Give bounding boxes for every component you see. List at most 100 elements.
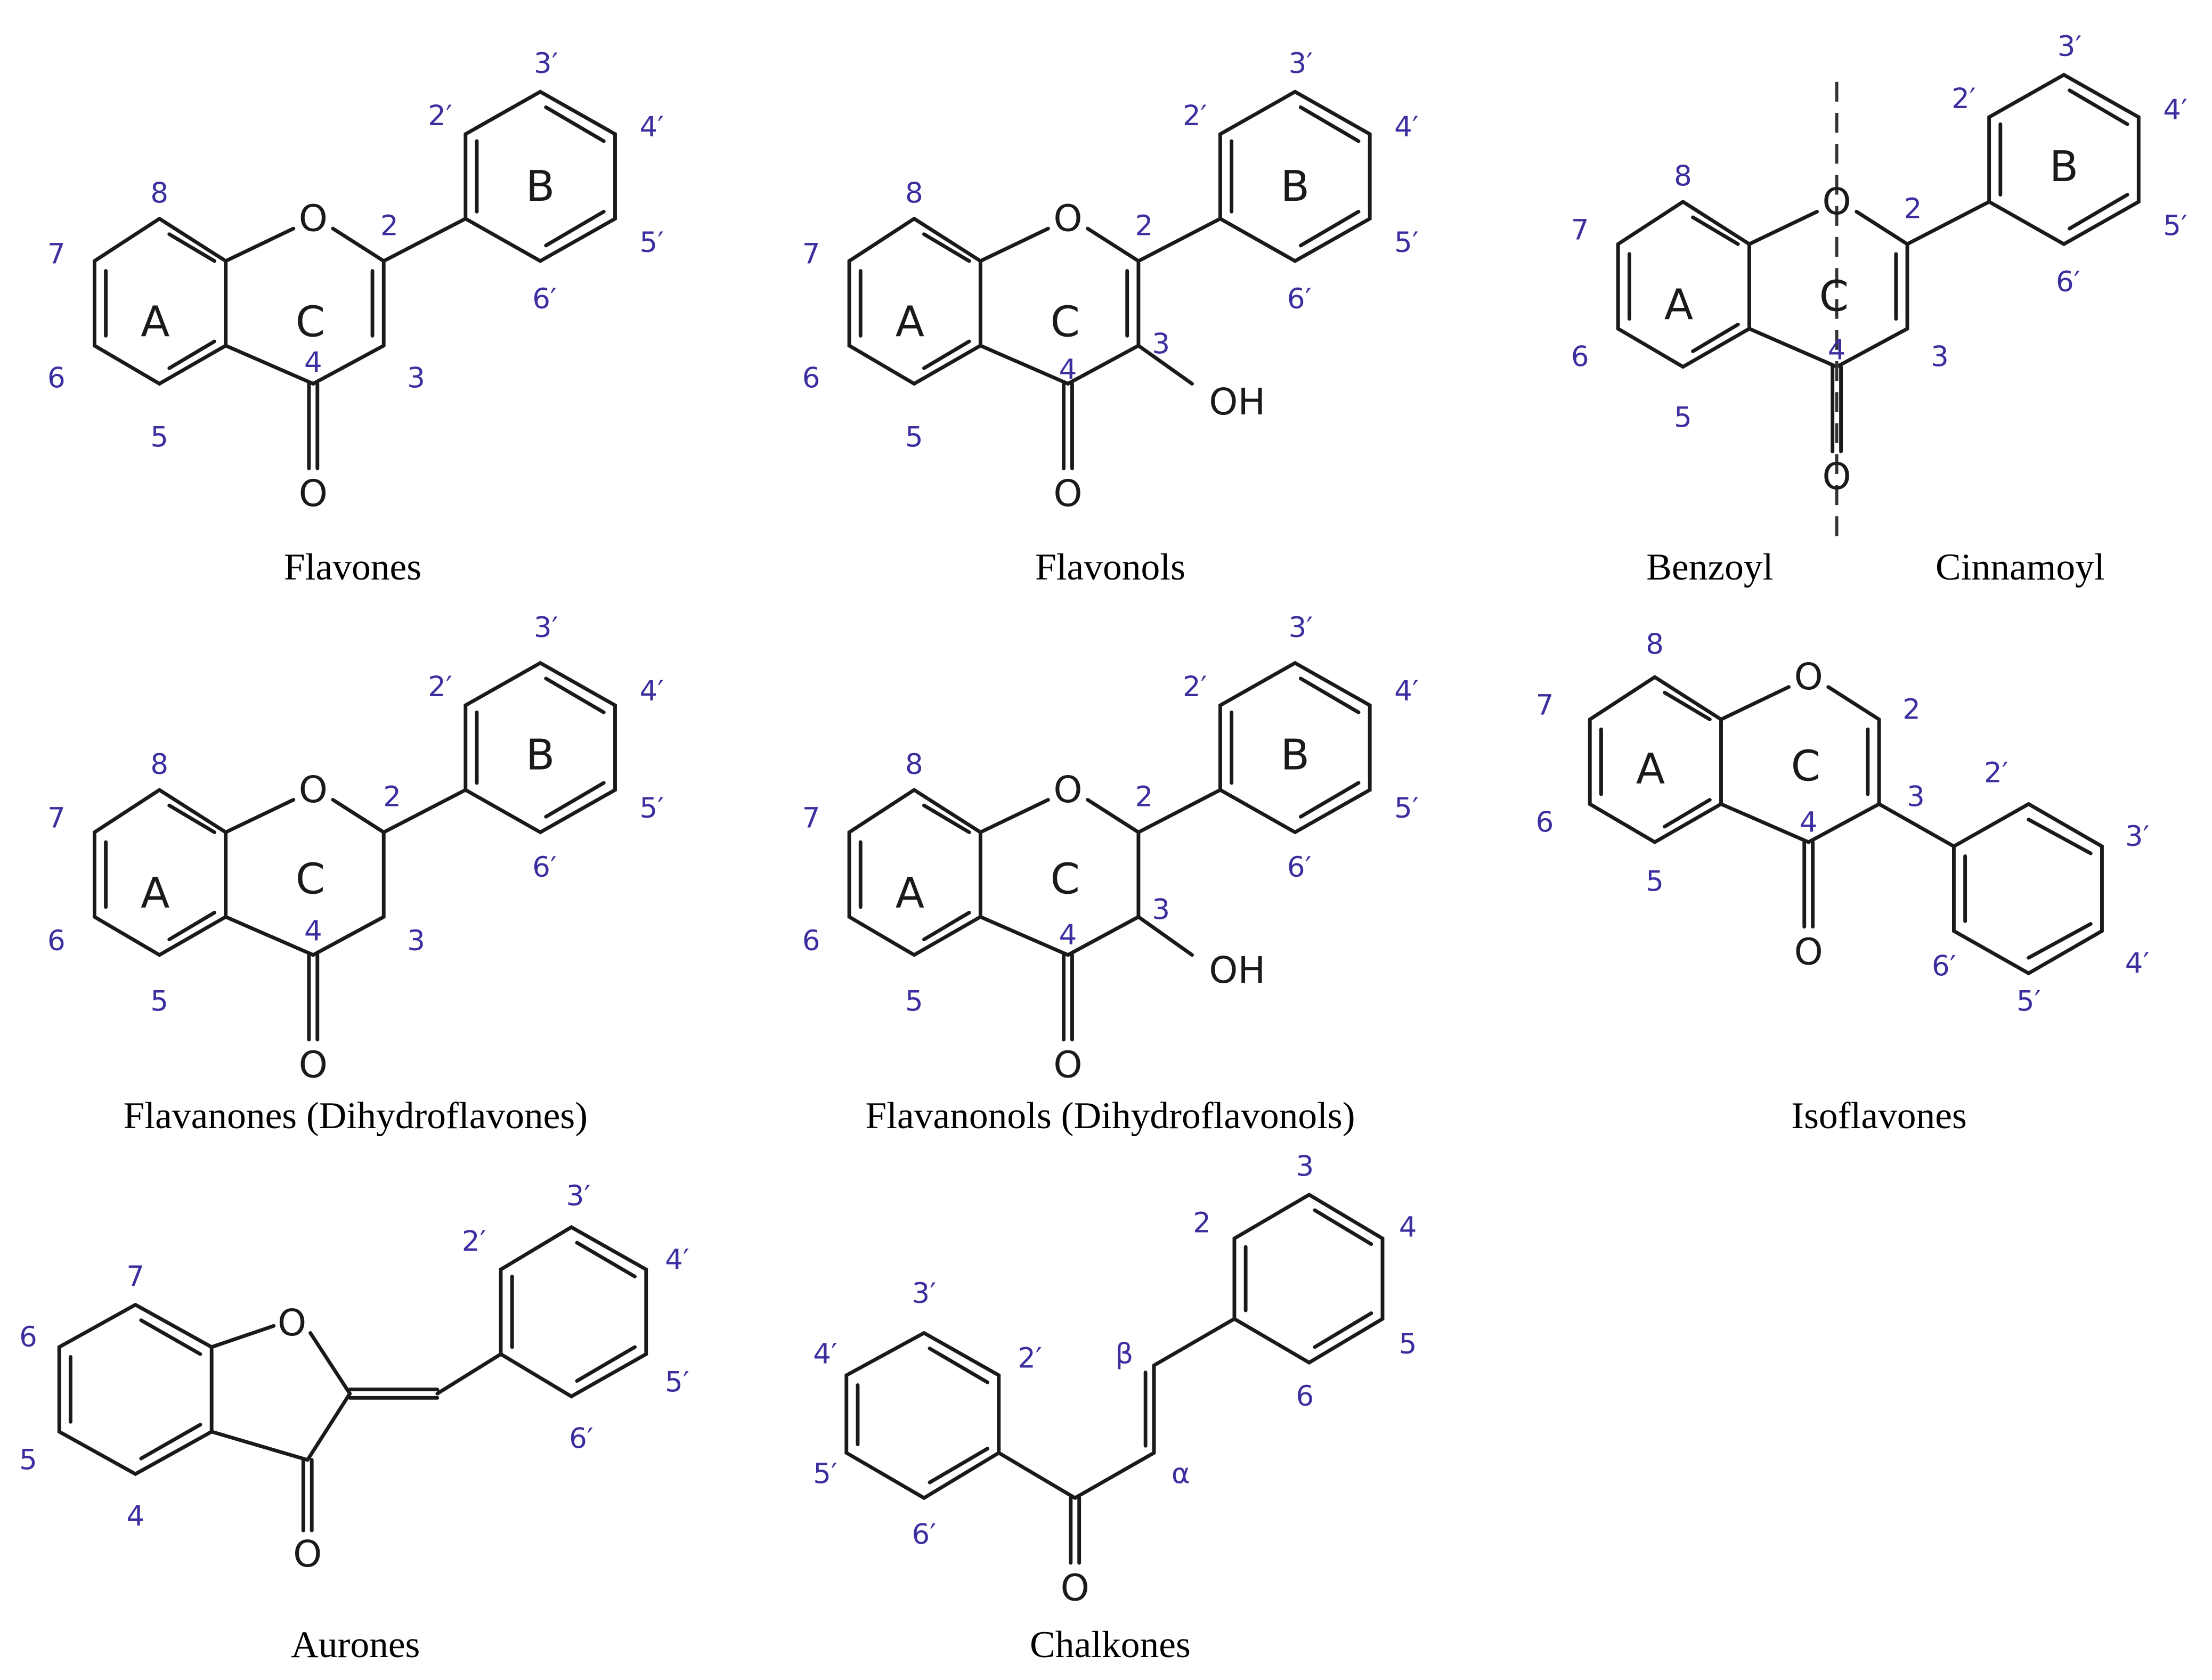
position-8: 8 (1646, 629, 1664, 661)
position-6-prime: 6′ (532, 851, 557, 884)
position-3-prime: 3′ (1289, 47, 1313, 80)
position-2: 2 (1193, 1206, 1211, 1239)
position-3: 3 (1296, 1151, 1314, 1183)
position-6: 6 (802, 362, 820, 394)
position-2-prime: 2′ (1183, 671, 1207, 703)
position-7: 7 (802, 238, 820, 270)
position-5: 5 (1399, 1328, 1417, 1360)
position-beta: β (1116, 1338, 1134, 1371)
ring-b-label: B (526, 161, 555, 211)
carbonyl-oxygen: O (299, 472, 328, 515)
position-5: 5 (1674, 401, 1692, 434)
position-2-prime: 2′ (1183, 100, 1207, 132)
position-4-prime: 4′ (1394, 675, 1419, 707)
position-4-prime: 4′ (1394, 111, 1419, 143)
position-6: 6 (19, 1321, 37, 1353)
ring-b-label: B (1281, 161, 1310, 211)
ring-c-label: C (1050, 297, 1079, 346)
ring-a-label: A (896, 868, 924, 918)
caption-cinnamoyl: Cinnamoyl (1935, 546, 2105, 588)
position-6: 6 (47, 925, 66, 957)
carbonyl-oxygen: O (1823, 455, 1851, 498)
position-6: 6 (802, 925, 820, 957)
position-3-prime: 3′ (2058, 30, 2082, 63)
ring-c-label: C (1050, 854, 1079, 903)
position-3-prime: 3′ (1289, 611, 1313, 644)
position-5-prime: 5′ (665, 1366, 689, 1399)
position-6: 6 (1536, 806, 1554, 838)
position-2-prime: 2′ (462, 1225, 486, 1258)
caption-benzoyl: Benzoyl (1646, 546, 1773, 588)
caption-flavones: Flavones (284, 546, 421, 588)
position-4-prime: 4′ (813, 1338, 837, 1371)
oxygen-atom: O (1823, 181, 1851, 223)
oxygen-atom: O (1794, 656, 1823, 698)
position-3: 3 (407, 362, 425, 394)
position-6-prime: 6′ (1932, 950, 1956, 982)
position-5-prime: 5′ (2016, 985, 2041, 1018)
position-6: 6 (47, 362, 66, 394)
position-6-prime: 6′ (569, 1423, 593, 1455)
position-5-prime: 5′ (2163, 209, 2187, 242)
position-8: 8 (1674, 160, 1692, 193)
position-5-prime: 5′ (640, 226, 664, 259)
position-6-prime: 6′ (1287, 851, 1312, 884)
position-4-prime: 4′ (640, 675, 664, 707)
position-alpha: α (1172, 1458, 1190, 1490)
position-2: 2 (1904, 193, 1922, 225)
position-2: 2 (383, 781, 401, 813)
position-3: 3 (1931, 341, 1949, 373)
position-6: 6 (1296, 1380, 1314, 1413)
caption-aurones: Aurones (291, 1624, 420, 1666)
position-4: 4 (126, 1500, 144, 1532)
position-2: 2 (380, 209, 399, 242)
panel-benzoyl-cinnamoyl: O O A C B 8 7 6 5 4 3 2 2′ 3′ 4′ 5′ 6′ B… (1571, 30, 2187, 588)
position-7: 7 (126, 1260, 144, 1293)
position-8: 8 (905, 177, 923, 209)
position-3-prime: 3′ (566, 1180, 591, 1212)
position-6-prime: 6′ (912, 1519, 937, 1551)
position-6-prime: 6′ (1287, 283, 1312, 315)
position-6-prime: 6′ (2056, 266, 2080, 298)
position-8: 8 (150, 177, 168, 209)
position-3-prime: 3′ (534, 47, 558, 80)
panel-chalkones: O 3′ 4′ 2′ 5′ 6′ β α 2 3 4 5 6 Chalkones (813, 1151, 1417, 1666)
position-4: 4 (1399, 1211, 1417, 1243)
position-3: 3 (407, 925, 425, 957)
position-5: 5 (150, 421, 168, 454)
position-8: 8 (905, 748, 923, 781)
ring-b-label: B (526, 730, 555, 779)
carbonyl-oxygen: O (1794, 931, 1823, 974)
ring-c-label: C (1819, 272, 1849, 321)
oxygen-atom: O (1053, 198, 1082, 240)
position-7: 7 (1571, 214, 1589, 246)
panel-flavonols: O O OH A C B 8 7 6 5 4 3 2 2′ 3′ 4′ 5′ 6… (802, 47, 1419, 588)
position-5: 5 (19, 1444, 37, 1476)
oxygen-atom: O (278, 1302, 306, 1344)
caption-flavanonols: Flavanonols (Dihydroflavonols) (865, 1095, 1355, 1137)
carbonyl-oxygen: O (1061, 1567, 1089, 1610)
position-5-prime: 5′ (1394, 792, 1419, 825)
position-2-prime: 2′ (1951, 83, 1976, 115)
carbonyl-oxygen: O (293, 1533, 322, 1576)
position-3-prime: 3′ (2125, 820, 2150, 853)
caption-isoflavones: Isoflavones (1791, 1095, 1967, 1137)
position-4: 4 (304, 346, 322, 379)
ring-a-label: A (141, 297, 169, 346)
caption-flavanones: Flavanones (Dihydroflavones) (124, 1095, 588, 1137)
position-2-prime: 2′ (428, 671, 452, 703)
hydroxyl-group: OH (1209, 381, 1265, 423)
ring-a-label: A (141, 868, 169, 918)
position-2-prime: 2′ (1984, 757, 2008, 789)
position-2-prime: 2′ (1018, 1342, 1042, 1375)
ring-c-label: C (296, 297, 325, 346)
position-4-prime: 4′ (2125, 947, 2150, 980)
panel-flavanones: O O A C B 8 7 6 5 4 3 2 2′ 3′ 4′ 5′ 6′ F… (47, 611, 664, 1137)
position-6: 6 (1571, 341, 1589, 373)
ring-a-label: A (1664, 280, 1693, 330)
position-5: 5 (1646, 866, 1664, 898)
oxygen-atom: O (299, 769, 328, 811)
ring-b-label: B (2050, 142, 2079, 191)
position-7: 7 (47, 802, 66, 834)
